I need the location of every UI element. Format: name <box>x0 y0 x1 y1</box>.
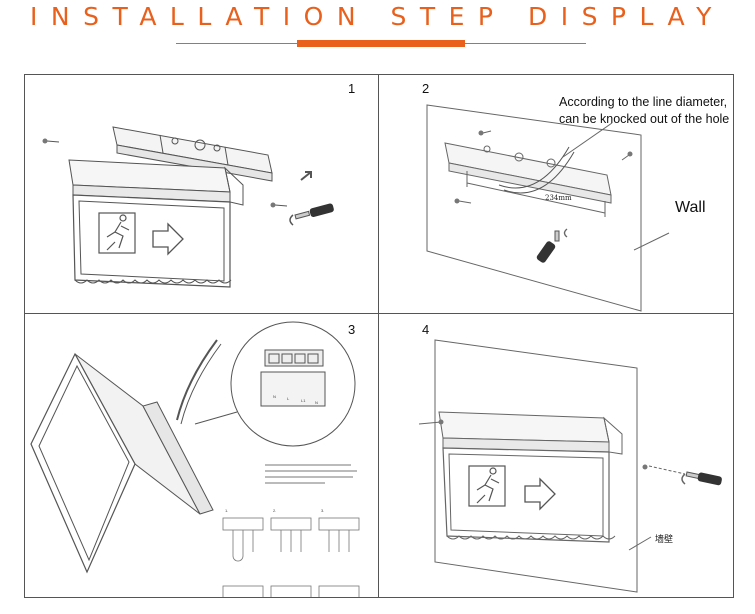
step-1-exit-running-man-icon <box>98 212 136 254</box>
terminal-label-1: N <box>273 394 276 399</box>
step-2-number: 2 <box>422 81 430 96</box>
terminal-label-2: L <box>287 396 290 401</box>
step-2-wall-label: Wall <box>675 199 706 216</box>
step-2-screw-icon <box>454 198 460 204</box>
wiring-option-2: 2. <box>273 508 277 513</box>
step-2-screw-top-icon <box>478 130 484 136</box>
step-4-screw-left-icon <box>438 419 444 425</box>
step-1-illustration <box>42 126 334 288</box>
wiring-option-1: 1. <box>225 508 229 513</box>
step-3-panel: 3 N L L1 N 1. 2. 3. <box>25 314 378 597</box>
step-4-arrow-right-icon <box>524 477 556 511</box>
step-2-screwdriver-icon <box>536 230 560 263</box>
step-4-screwdriver-icon <box>685 471 722 486</box>
step-2-illustration <box>426 104 670 312</box>
terminal-label-3: L1 <box>301 398 306 403</box>
grid-divider-vertical <box>378 75 379 597</box>
wiring-option-3: 3. <box>321 508 325 513</box>
step-2-note-line-1: According to the line diameter, <box>559 95 728 109</box>
page-title: INSTALLATION STEP DISPLAY <box>30 2 725 31</box>
steps-grid: 1 <box>24 74 734 598</box>
step-2-panel: 2 According to the line diameter, can be… <box>379 75 733 313</box>
terminal-label-4: N <box>315 400 318 405</box>
step-2-screw-right-icon <box>627 151 633 157</box>
step-2-dimension-label: 234mm <box>545 194 572 202</box>
step-2-note-line-2: can be knocked out of the hole <box>559 112 730 126</box>
step-4-screw-right-icon <box>642 464 648 470</box>
step-1-arrow-right-icon <box>152 222 184 256</box>
step-1-screw-right-icon <box>270 202 276 208</box>
step-1-screwdriver-icon <box>294 203 334 220</box>
step-4-exit-running-man-icon <box>468 465 506 507</box>
step-4-wall-label: 墙壁 <box>655 535 674 545</box>
step-4-panel: 4 墙壁 <box>379 314 733 597</box>
step-4-illustration <box>418 339 722 593</box>
step-3-illustration <box>30 321 360 597</box>
step-1-number: 1 <box>348 81 356 96</box>
grid-divider-horizontal <box>25 313 733 314</box>
step-1-screw-left-icon <box>42 138 48 144</box>
step-4-number: 4 <box>422 322 430 337</box>
step-1-panel: 1 <box>25 75 378 313</box>
title-accent-bar <box>297 40 465 47</box>
step-3-number: 3 <box>348 322 356 337</box>
